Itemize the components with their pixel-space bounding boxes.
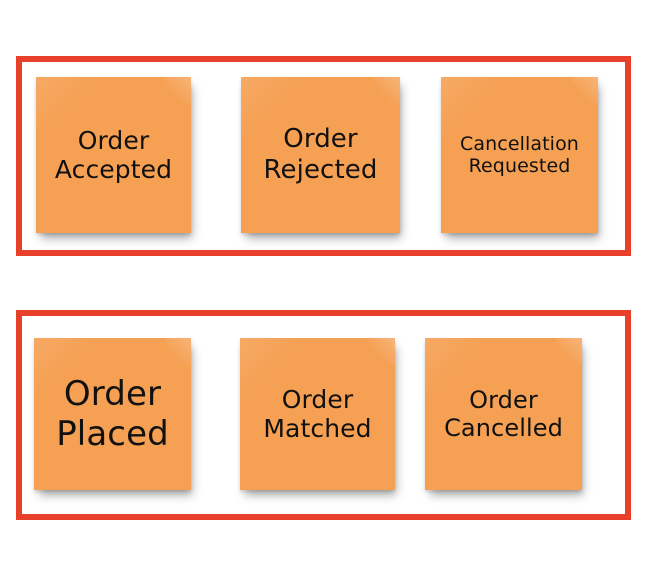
sticky-note-label-order-matched: Order Matched — [263, 384, 372, 444]
sticky-note-order-cancelled[interactable]: Order Cancelled — [425, 338, 582, 490]
group-body-lower: Order Placed Order Matched Order Cancell… — [22, 316, 625, 514]
sticky-note-label-order-rejected: Order Rejected — [263, 124, 378, 185]
sticky-note-label-order-cancelled: Order Cancelled — [444, 385, 563, 442]
sticky-note-order-matched[interactable]: Order Matched — [240, 338, 395, 490]
sticky-note-label-order-placed: Order Placed — [56, 373, 169, 454]
order-state-group-lower: Order Placed Order Matched Order Cancell… — [16, 310, 631, 520]
sticky-note-order-rejected[interactable]: Order Rejected — [241, 77, 400, 233]
sticky-note-order-placed[interactable]: Order Placed — [34, 338, 191, 490]
group-body-upper: Order Accepted Order Rejected Cancellati… — [22, 62, 625, 250]
sticky-note-cancellation-requested[interactable]: Cancellation Requested — [441, 77, 598, 233]
sticky-note-order-accepted[interactable]: Order Accepted — [36, 77, 191, 233]
sticky-note-label-cancellation-requested: Cancellation Requested — [460, 132, 579, 177]
order-state-group-upper: Order Accepted Order Rejected Cancellati… — [16, 56, 631, 256]
sticky-note-label-order-accepted: Order Accepted — [54, 125, 173, 185]
